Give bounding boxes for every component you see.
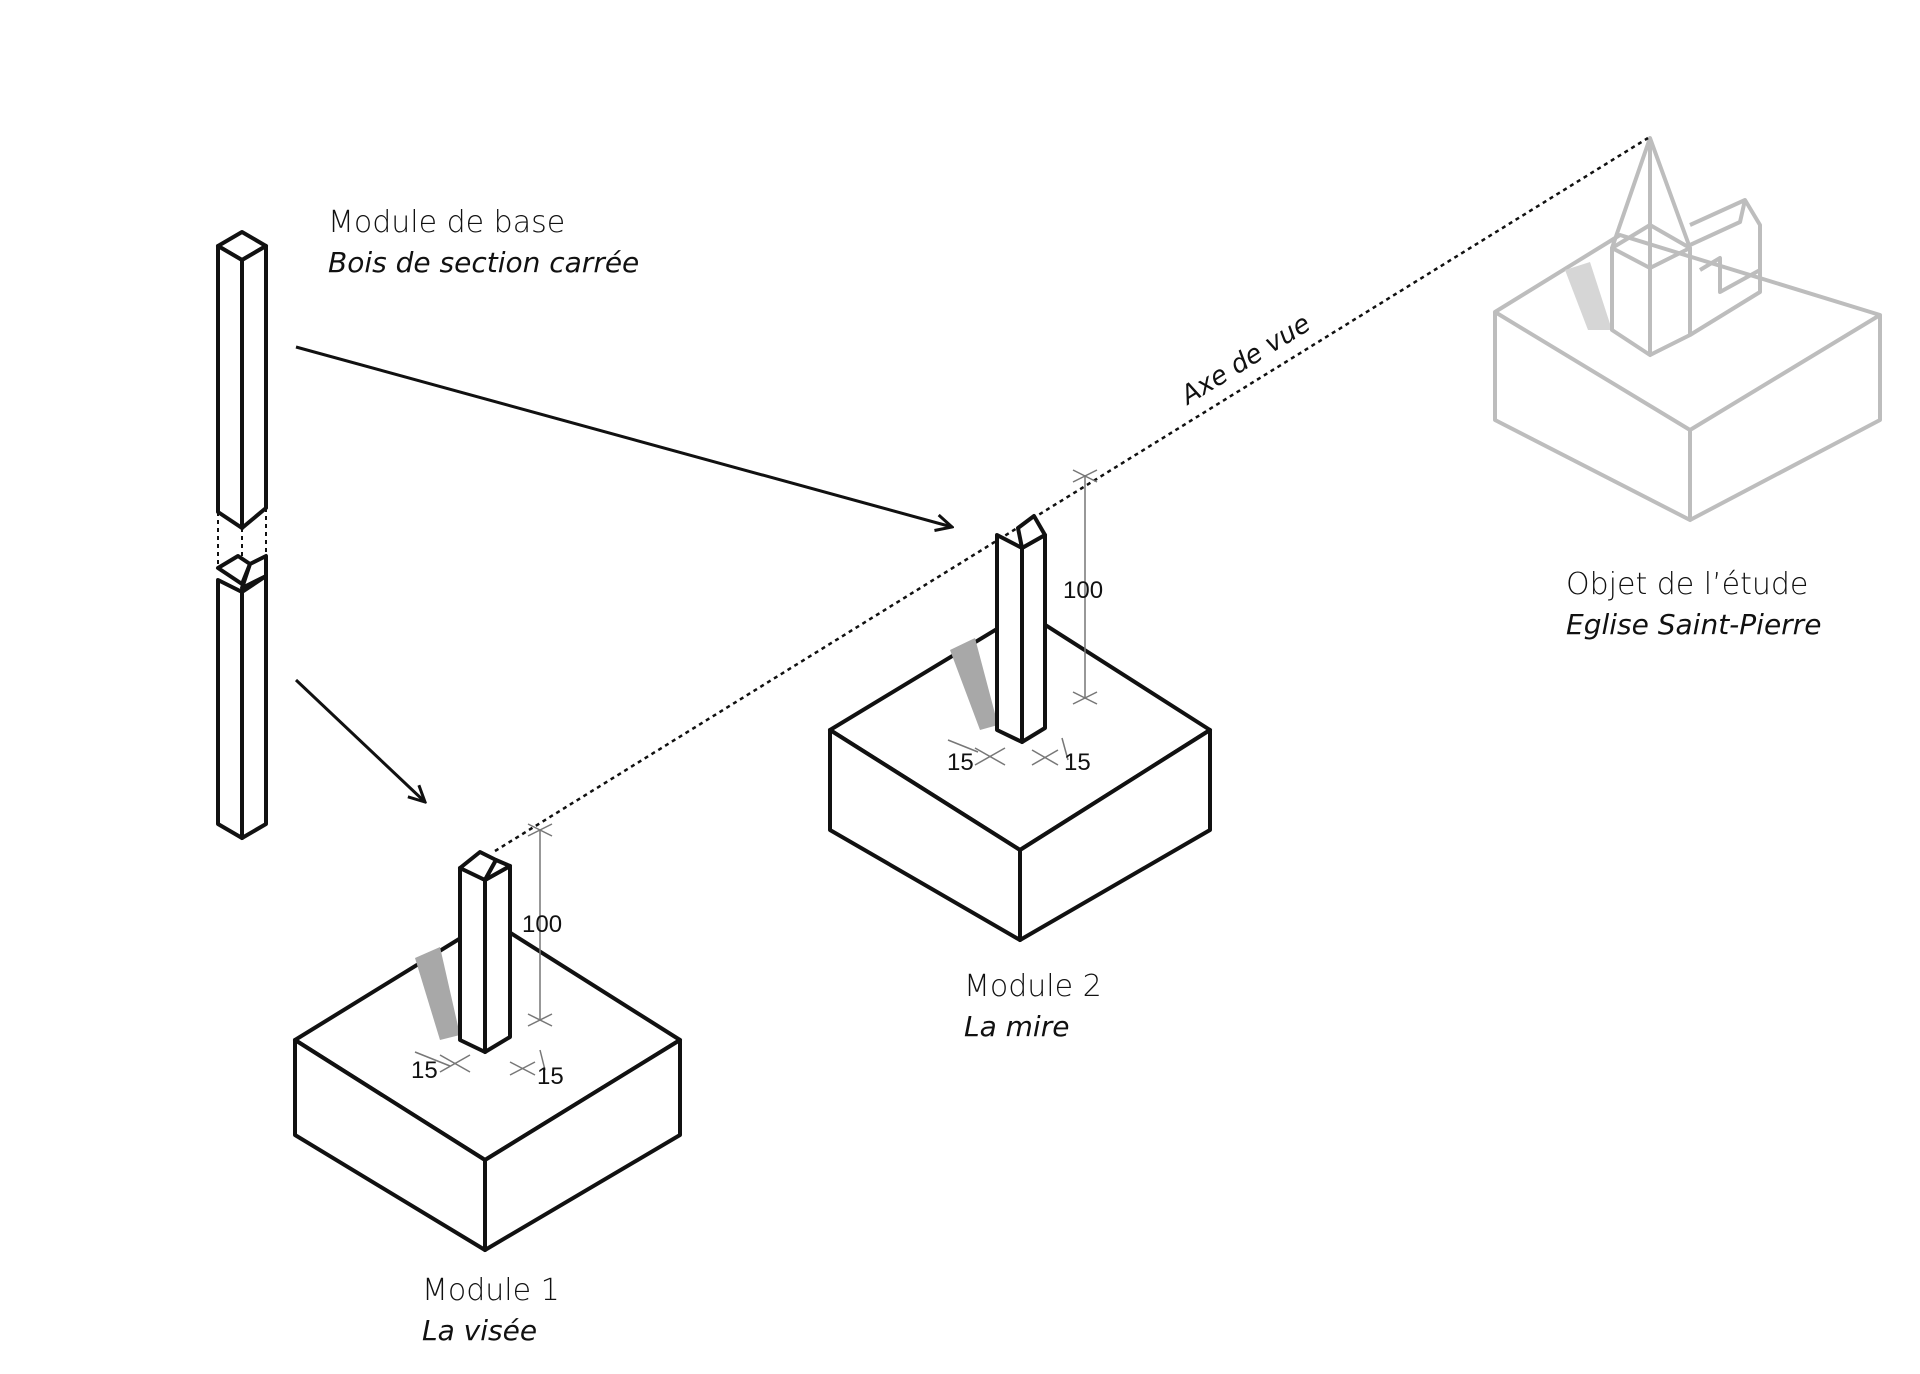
module1-dimensions xyxy=(414,823,553,1076)
module1-offset-right-label: 15 xyxy=(537,1063,564,1090)
module1-height-label: 100 xyxy=(522,911,562,938)
church-drawing xyxy=(1493,136,1882,522)
sight-axis-label: Axe de vue xyxy=(1174,309,1316,412)
base-module-post xyxy=(216,230,268,840)
module2-offset-right-label: 15 xyxy=(1064,749,1091,776)
study-object-subtitle: Eglise Saint-Pierre xyxy=(1566,608,1821,641)
module1-title: Module 1 xyxy=(422,1273,560,1308)
module2-subtitle: La mire xyxy=(964,1010,1069,1043)
sight-line xyxy=(494,136,1649,853)
arrow-to-module2 xyxy=(295,345,952,527)
module1-drawing xyxy=(293,850,682,1252)
base-module-title: Module de base xyxy=(328,205,565,240)
base-module-subtitle: Bois de section carrée xyxy=(328,246,639,279)
module2-title: Module 2 xyxy=(964,969,1102,1004)
module2-dimensions xyxy=(947,469,1098,766)
module2-offset-left-label: 15 xyxy=(947,749,974,776)
module2-height-label: 100 xyxy=(1063,577,1103,604)
arrow-to-module1 xyxy=(294,678,425,802)
module1-offset-left-label: 15 xyxy=(411,1057,438,1084)
study-object-title: Objet de l’étude xyxy=(1566,567,1808,602)
module1-subtitle: La visée xyxy=(422,1314,537,1347)
module2-drawing xyxy=(828,514,1212,942)
